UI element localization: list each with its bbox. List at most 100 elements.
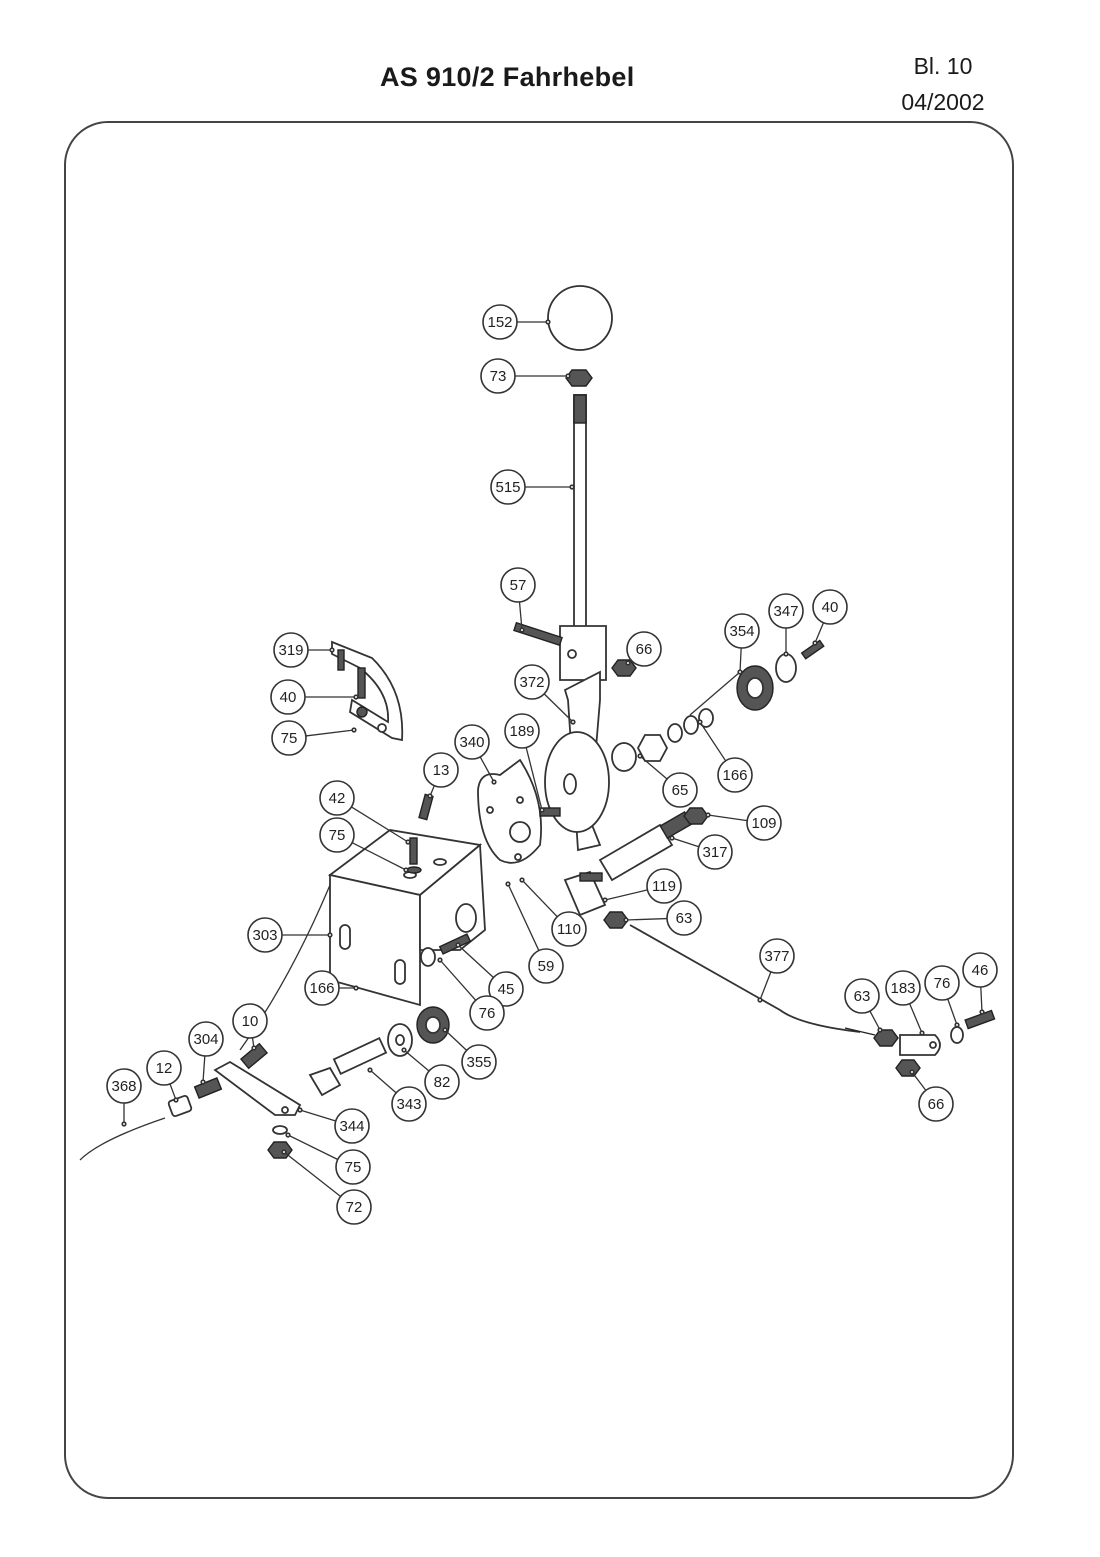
callout-circle bbox=[482, 304, 518, 340]
callout-303: 303 bbox=[247, 917, 333, 953]
callout-leader-tip bbox=[491, 779, 497, 785]
callout-40: 40 bbox=[270, 679, 359, 715]
callout-label: 377 bbox=[764, 948, 789, 965]
callout-109: 109 bbox=[705, 805, 782, 841]
page-title: AS 910/2 Fahrhebel bbox=[380, 62, 635, 92]
callout-circle bbox=[188, 1021, 224, 1057]
callout-label: 183 bbox=[890, 980, 915, 997]
callout-515: 515 bbox=[490, 469, 575, 505]
callout-leader-line bbox=[457, 944, 494, 978]
callout-leader-tip bbox=[329, 647, 335, 653]
callout-label: 354 bbox=[729, 623, 754, 640]
callout-label: 73 bbox=[490, 368, 507, 385]
callout-leader-tip bbox=[455, 942, 461, 948]
callout-label: 343 bbox=[396, 1096, 421, 1113]
callout-368: 368 bbox=[106, 1068, 142, 1127]
callout-circle bbox=[319, 780, 355, 816]
callout-label: 65 bbox=[672, 782, 689, 799]
callout-66: 66 bbox=[625, 631, 662, 667]
callout-leader-line bbox=[699, 721, 727, 762]
callout-leader-line bbox=[814, 622, 825, 644]
disc-part bbox=[477, 758, 543, 864]
callout-circle bbox=[746, 805, 782, 841]
callout-119: 119 bbox=[602, 868, 682, 904]
sheet-info: Bl. 10 04/2002 bbox=[893, 48, 993, 120]
callout-leader-line bbox=[625, 917, 668, 921]
callout-leader-tip bbox=[569, 484, 575, 490]
callout-circle bbox=[504, 713, 540, 749]
callout-leader-tip bbox=[285, 1132, 291, 1138]
callout-59: 59 bbox=[505, 881, 564, 984]
callout-leader-tip bbox=[351, 727, 357, 733]
callout-leader-tip bbox=[427, 793, 433, 799]
callout-label: 46 bbox=[972, 962, 989, 979]
callout-166: 166 bbox=[697, 719, 753, 793]
callout-circle bbox=[646, 868, 682, 904]
callout-label: 82 bbox=[434, 1074, 451, 1091]
callout-label: 317 bbox=[702, 844, 727, 861]
callout-340: 340 bbox=[454, 724, 497, 785]
callout-circle bbox=[488, 971, 524, 1007]
callout-leader-line bbox=[947, 998, 958, 1026]
callout-circle bbox=[454, 724, 490, 760]
fitting-12-part bbox=[167, 1095, 193, 1117]
callout-leader-tip bbox=[281, 1149, 287, 1155]
callout-347: 347 bbox=[768, 593, 804, 657]
callout-leader-tip bbox=[637, 753, 643, 759]
pin-part bbox=[539, 807, 561, 817]
callout-leader-tip bbox=[353, 985, 359, 991]
callout-circle bbox=[724, 613, 760, 649]
callout-82: 82 bbox=[401, 1047, 460, 1100]
callout-circle bbox=[844, 978, 880, 1014]
callout-circle bbox=[319, 817, 355, 853]
callout-76: 76 bbox=[924, 965, 960, 1028]
callout-label: 12 bbox=[156, 1060, 173, 1077]
callout-circle bbox=[717, 757, 753, 793]
callout-label: 13 bbox=[433, 762, 450, 779]
callout-leader-line bbox=[671, 837, 700, 848]
callout-189: 189 bbox=[504, 713, 545, 813]
callout-75: 75 bbox=[271, 720, 357, 756]
callout-label: 304 bbox=[193, 1031, 218, 1048]
callout-label: 40 bbox=[822, 599, 839, 616]
lever-rod-part bbox=[559, 394, 607, 681]
callout-label: 45 bbox=[498, 981, 515, 998]
housing-part bbox=[327, 829, 486, 1007]
callout-leader-tip bbox=[669, 835, 675, 841]
callout-leader-line bbox=[980, 986, 983, 1013]
spring-355-part bbox=[416, 1006, 450, 1044]
callout-66: 66 bbox=[909, 1069, 954, 1122]
callout-label: 59 bbox=[538, 958, 555, 975]
callout-circle bbox=[247, 917, 283, 953]
callout-40: 40 bbox=[812, 589, 848, 646]
callout-circle bbox=[424, 1064, 460, 1100]
sheet-date: 04/2002 bbox=[901, 89, 985, 115]
bolt-343-part bbox=[308, 1036, 388, 1097]
callout-circle bbox=[490, 469, 526, 505]
callout-72: 72 bbox=[281, 1149, 372, 1225]
callout-leader-tip bbox=[954, 1022, 960, 1028]
callout-leader-line bbox=[525, 747, 543, 811]
callout-label: 72 bbox=[346, 1199, 363, 1216]
callout-75: 75 bbox=[285, 1132, 371, 1185]
callout-label: 63 bbox=[676, 910, 693, 927]
callout-label: 368 bbox=[111, 1078, 136, 1095]
callout-leader-tip bbox=[401, 1047, 407, 1053]
nut-65-part bbox=[611, 734, 669, 772]
callout-leader-line bbox=[287, 1134, 339, 1161]
callout-circle bbox=[304, 970, 340, 1006]
callout-leader-line bbox=[604, 889, 648, 901]
callout-leader-tip bbox=[909, 1069, 915, 1075]
callout-76: 76 bbox=[437, 957, 505, 1031]
callout-circle bbox=[480, 358, 516, 394]
callout-leader-line bbox=[739, 647, 742, 673]
callout-leader-line bbox=[403, 1049, 430, 1072]
screw-42-part bbox=[406, 837, 422, 874]
washer-45-part bbox=[420, 933, 472, 967]
callout-circle bbox=[391, 1086, 427, 1122]
callout-circle bbox=[812, 589, 848, 625]
callout-leader-tip bbox=[505, 881, 511, 887]
callout-label: 76 bbox=[934, 975, 951, 992]
callout-label: 66 bbox=[636, 641, 653, 658]
callout-leader-line bbox=[305, 729, 355, 737]
